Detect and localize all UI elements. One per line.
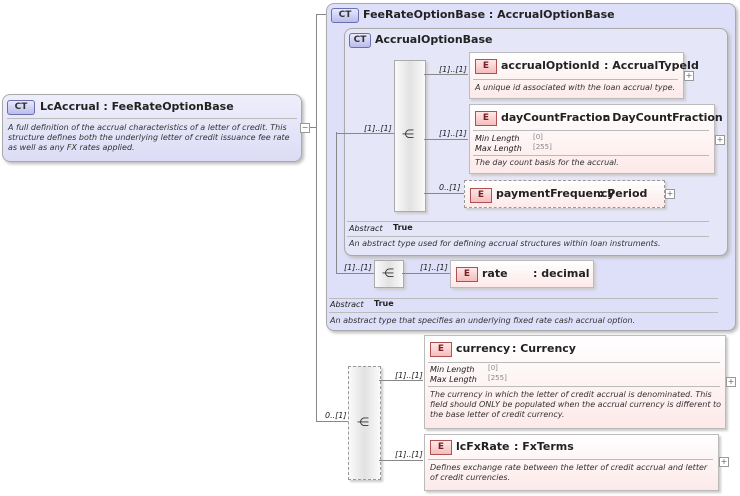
element-lcFxRate[interactable]: E lcFxRate : FxTerms Defines exchange ra… xyxy=(424,434,719,491)
occurrence-label: [1]..[1] xyxy=(420,263,448,272)
element-name: lcFxRate xyxy=(456,440,510,453)
expand-icon[interactable]: + xyxy=(726,377,736,387)
element-icon: E xyxy=(456,267,478,282)
divider xyxy=(428,386,720,387)
base-title: FeeRateOptionBase : AccrualOptionBase xyxy=(363,8,615,21)
min-length-label: Min Length xyxy=(430,365,475,374)
element-accrualOptionId[interactable]: E accrualOptionId : AccrualTypeId A uniq… xyxy=(469,52,699,99)
expand-icon[interactable]: + xyxy=(684,71,694,81)
sequence-icon: ⋲ xyxy=(382,266,394,280)
element-type: : decimal xyxy=(533,267,590,280)
divider xyxy=(7,118,297,119)
occurrence-label: 0..[1] xyxy=(439,183,461,192)
element-icon: E xyxy=(430,440,452,455)
divider xyxy=(428,362,720,363)
expand-icon[interactable]: + xyxy=(719,457,729,467)
element-name: dayCountFraction xyxy=(501,111,611,124)
divider xyxy=(347,236,709,237)
element-type: : Currency xyxy=(512,342,576,355)
base-description: An abstract type that specifies an under… xyxy=(330,316,636,325)
occurrence-label: [1]..[1] xyxy=(439,65,467,74)
base-abstract-label: Abstract xyxy=(330,300,364,309)
sequence-compositor[interactable]: ⋲ xyxy=(394,60,426,212)
connector xyxy=(424,74,468,75)
occurrence-label: [1]..[1] xyxy=(395,450,423,459)
element-icon: E xyxy=(475,111,497,126)
connector xyxy=(379,460,423,461)
connector xyxy=(424,193,468,194)
divider xyxy=(347,221,709,222)
divider xyxy=(473,155,709,156)
connector xyxy=(336,132,337,273)
element-name: rate xyxy=(482,267,508,280)
element-icon: E xyxy=(470,188,492,203)
element-type: : DayCountFraction xyxy=(604,111,723,124)
sequence-icon: ⋲ xyxy=(357,415,369,429)
occurrence-label: [1]..[1] xyxy=(344,263,372,272)
connector xyxy=(424,139,468,140)
connector xyxy=(316,14,317,422)
min-length-value: [0] xyxy=(488,364,498,372)
element-description: The day count basis for the accrual. xyxy=(475,158,619,167)
max-length-label: Max Length xyxy=(475,144,522,153)
connector xyxy=(379,380,423,381)
element-description: Defines exchange rate between the letter… xyxy=(430,463,708,482)
accrual-title: AccrualOptionBase xyxy=(375,33,493,46)
occurrence-label: [1]..[1] xyxy=(395,371,423,380)
element-type: : FxTerms xyxy=(514,440,574,453)
min-length-label: Min Length xyxy=(475,134,520,143)
root-description: A full definition of the accrual charact… xyxy=(8,123,290,152)
root-type-box[interactable]: CT LcAccrual : FeeRateOptionBase A full … xyxy=(2,94,302,162)
element-name: paymentFrequency xyxy=(496,187,615,200)
element-paymentFrequency[interactable]: E paymentFrequency : Period xyxy=(464,180,665,208)
element-description: The currency in which the letter of cred… xyxy=(430,390,722,419)
element-name: currency xyxy=(456,342,511,355)
element-icon: E xyxy=(475,59,497,74)
element-type: : AccrualTypeId xyxy=(604,59,699,72)
element-icon: E xyxy=(430,342,452,357)
expand-icon[interactable]: + xyxy=(665,189,675,199)
accrual-abstract-label: Abstract xyxy=(349,224,383,233)
min-length-value: [0] xyxy=(533,133,543,141)
divider xyxy=(428,459,713,460)
accrual-abstract-value: True xyxy=(393,223,413,232)
complex-type-icon: CT xyxy=(7,100,35,115)
expand-icon[interactable]: + xyxy=(715,135,725,145)
sequence-compositor[interactable]: ⋲ xyxy=(348,366,381,480)
connector xyxy=(316,14,326,15)
divider xyxy=(473,130,709,131)
root-title: LcAccrual : FeeRateOptionBase xyxy=(40,100,234,113)
base-abstract-value: True xyxy=(374,299,394,308)
connector xyxy=(336,273,374,274)
accrual-description: An abstract type used for defining accru… xyxy=(349,239,661,248)
connector xyxy=(402,273,450,274)
sequence-compositor[interactable]: ⋲ xyxy=(374,260,404,288)
divider xyxy=(329,298,718,299)
connector xyxy=(336,133,394,134)
occurrence-label: 0..[1] xyxy=(325,411,347,420)
element-type: : Period xyxy=(599,187,648,200)
element-currency[interactable]: E currency : Currency Min Length [0] Max… xyxy=(424,335,726,429)
occurrence-label: [1]..[1] xyxy=(364,124,392,133)
element-name: accrualOptionId xyxy=(501,59,600,72)
divider xyxy=(329,312,718,313)
max-length-label: Max Length xyxy=(430,375,477,384)
element-dayCountFraction[interactable]: E dayCountFraction : DayCountFraction Mi… xyxy=(469,104,723,174)
divider xyxy=(473,79,678,80)
connector xyxy=(316,421,348,422)
occurrence-label: [1]..[1] xyxy=(439,129,467,138)
sequence-icon: ⋲ xyxy=(402,127,414,141)
complex-type-icon: CT xyxy=(349,33,371,48)
max-length-value: [255] xyxy=(488,374,507,382)
max-length-value: [255] xyxy=(533,143,552,151)
element-rate[interactable]: E rate : decimal xyxy=(450,260,594,288)
collapse-icon[interactable]: − xyxy=(300,123,310,133)
element-description: A unique id associated with the loan acc… xyxy=(475,83,676,92)
complex-type-icon: CT xyxy=(331,8,359,23)
